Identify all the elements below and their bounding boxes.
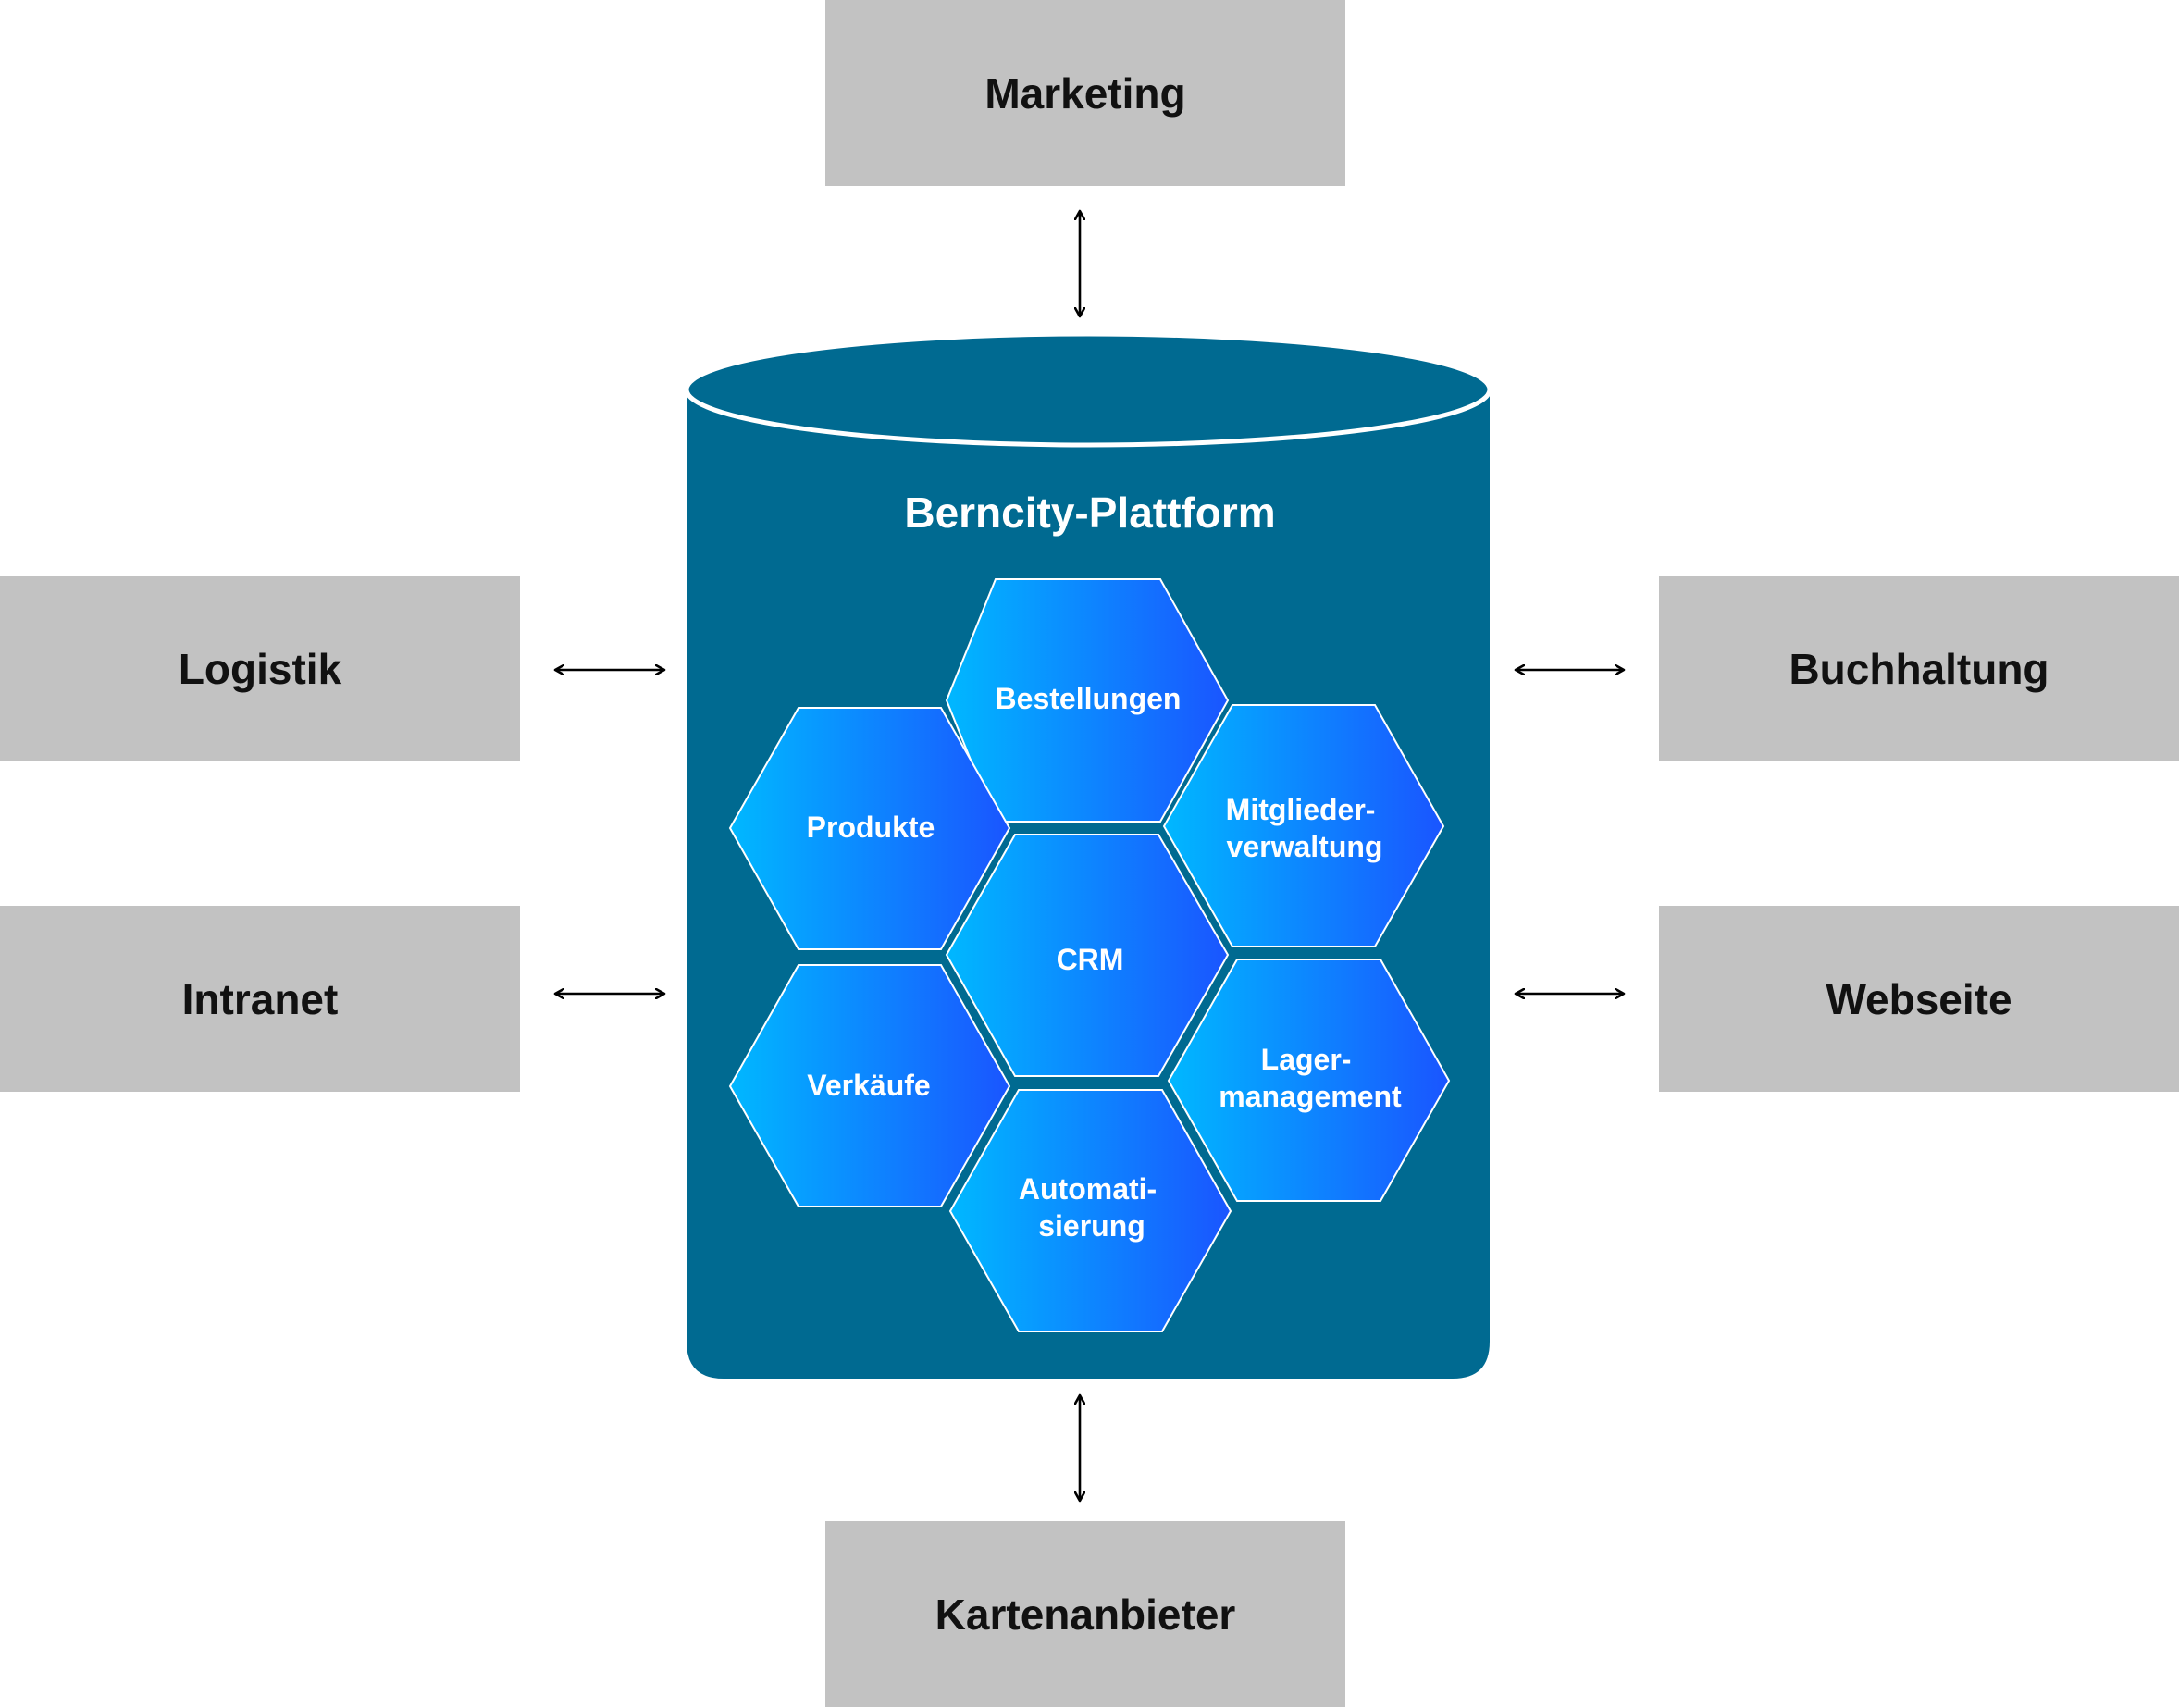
logistik-label: Logistik — [178, 644, 342, 693]
automatisierung-label: Automati- sierung — [1019, 1172, 1165, 1243]
webseite-label: Webseite — [1826, 974, 2012, 1023]
platform-title: Berncity-Plattform — [904, 489, 1275, 537]
marketing-label: Marketing — [984, 68, 1186, 118]
intranet-label: Intranet — [181, 974, 339, 1023]
marketing-box: Marketing — [825, 0, 1345, 186]
lagermanagement-label: Lager- management — [1219, 1043, 1402, 1113]
kartenanbieter-label: Kartenanbieter — [935, 1590, 1236, 1639]
module-mitgliederverwaltung: Mitglieder- verwaltung — [1162, 704, 1445, 947]
intranet-box: Intranet — [0, 906, 520, 1092]
buchhaltung-label: Buchhaltung — [1789, 644, 2049, 693]
module-crm: CRM — [945, 834, 1230, 1077]
mitgliederverwaltung-label: Mitglieder- verwaltung — [1226, 793, 1384, 863]
module-bestellungen: Bestellungen — [945, 578, 1230, 823]
crm-label: CRM — [1057, 943, 1124, 976]
produkte-label: Produkte — [807, 811, 935, 844]
bestellungen-label: Bestellungen — [996, 682, 1182, 715]
verkaeufe-label: Verkäufe — [807, 1069, 930, 1102]
buchhaltung-box: Buchhaltung — [1659, 576, 2179, 761]
platform-cylinder-top — [684, 331, 1492, 448]
module-verkaeufe: Verkäufe — [728, 964, 1011, 1207]
kartenanbieter-box: Kartenanbieter — [825, 1521, 1345, 1707]
module-lagermanagement: Lager- management — [1167, 959, 1451, 1202]
module-produkte: Produkte — [728, 707, 1011, 950]
webseite-box: Webseite — [1659, 906, 2179, 1092]
logistik-box: Logistik — [0, 576, 520, 761]
module-automatisierung: Automati- sierung — [948, 1089, 1232, 1332]
